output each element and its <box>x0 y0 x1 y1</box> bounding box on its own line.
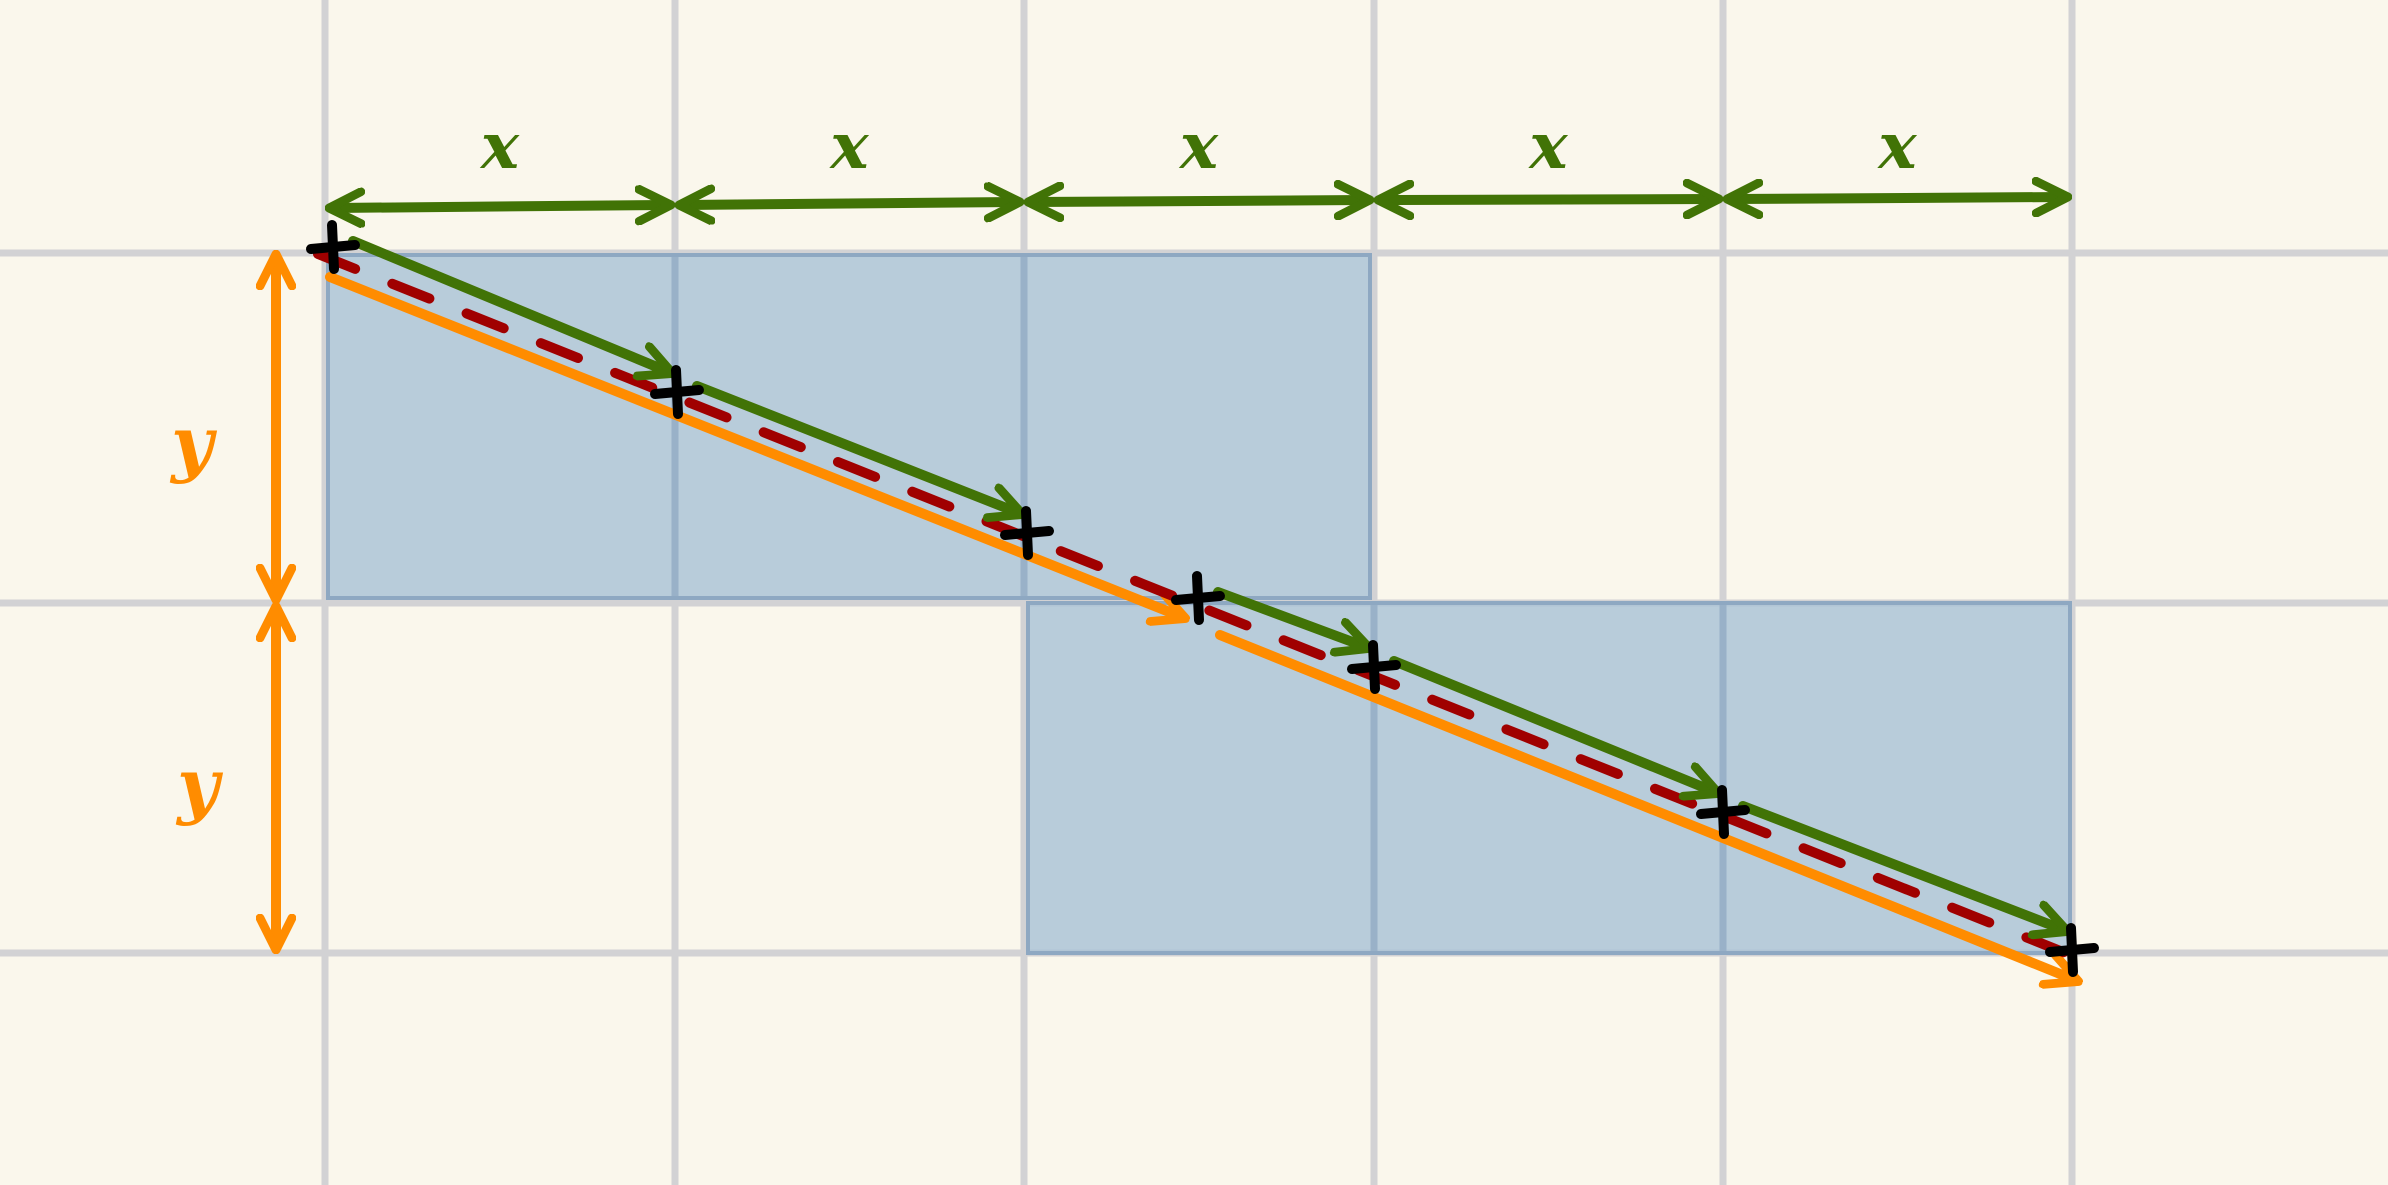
x-step-label: x <box>1527 109 1568 184</box>
shaded-region-bottom <box>1026 601 2072 955</box>
x-step-arrow <box>683 202 1016 205</box>
x-step-arrow <box>333 205 667 208</box>
x-step-label: x <box>479 109 520 184</box>
plus-marker-icon <box>650 365 704 419</box>
plus-marker-icon <box>306 220 360 274</box>
dashed-diagonal-line <box>313 249 2083 963</box>
green-diagonal-arrow <box>1213 587 1366 647</box>
x-step-arrows <box>333 197 2064 208</box>
plus-marker-icon <box>1347 640 1401 694</box>
shaded-region-top <box>326 253 1372 600</box>
x-step-label: x <box>828 109 869 184</box>
plus-marker-icon <box>1171 571 1225 625</box>
x-step-arrow <box>1731 197 2064 199</box>
green-diagonal-arrow <box>1738 801 2064 930</box>
y-step-label: y <box>175 742 223 827</box>
plus-marker-icon <box>1000 506 1054 560</box>
plus-marker-icon <box>2045 923 2099 977</box>
green-diagonal-arrow <box>348 236 669 372</box>
x-step-label: x <box>1876 109 1917 184</box>
orange-diagonal-segments <box>325 272 2075 980</box>
green-diagonal-arrows <box>348 236 2064 930</box>
y-step-labels: yy <box>169 400 223 827</box>
green-diagonal-arrow <box>692 381 1019 513</box>
plus-markers <box>306 220 2099 977</box>
y-step-label: y <box>169 400 217 485</box>
shaded-cells <box>326 253 2072 955</box>
dashed-red-line <box>313 249 2083 963</box>
orange-diagonal-arrow <box>325 272 1182 617</box>
green-diagonal-arrow <box>1389 656 1715 792</box>
x-step-label: x <box>1178 109 1219 184</box>
orange-diagonal-arrow <box>1215 630 2075 980</box>
x-step-arrow <box>1382 199 1715 200</box>
plus-marker-icon <box>1696 785 1750 839</box>
x-step-arrow <box>1032 200 1366 202</box>
